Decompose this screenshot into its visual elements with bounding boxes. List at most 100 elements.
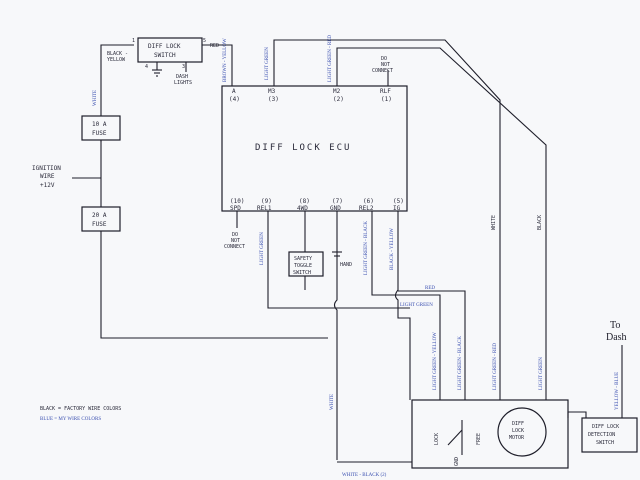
ecu-pin-9-name: REL1 (257, 205, 272, 212)
ignition-line2: WIRE (40, 173, 55, 180)
motor-circle (497, 407, 547, 457)
fuse-10a-line1: 10 A (92, 121, 107, 128)
fuse-20a-line2: FUSE (92, 221, 107, 228)
wire-label-white-left: WHITE (93, 90, 98, 106)
ignition-line3: +12V (40, 182, 55, 189)
wire-label-lg-right: LIGHT GREEN (539, 357, 544, 390)
wire-label-light-green-mid: LIGHT GREEN (400, 303, 433, 308)
gnd-symbol (332, 251, 342, 257)
wire-label-light-green-black: LIGHT GREEN - BLACK (364, 221, 369, 275)
wire-label-light-green-top: LIGHT GREEN (265, 47, 270, 80)
legend-line2: BLUE = MY WIRE COLORS (40, 417, 101, 422)
ecu-pin-7-name: GND (330, 205, 341, 212)
wire-label-red-mid: RED (425, 286, 435, 291)
wire-m2 (336, 47, 547, 400)
motor-line3: MOTOR (509, 435, 525, 441)
ecu-pin-m2-num: (2) (333, 96, 344, 103)
ecu-pin-5-name: IG (393, 205, 401, 212)
fuse-20a-line1: 20 A (92, 212, 107, 219)
ecu-pin-6-name: REL2 (359, 205, 374, 212)
safety-line1: SAFETY (294, 256, 312, 262)
dnc-bot-1: DO (232, 232, 238, 238)
ecu-pin-rlf-name: RLF (380, 88, 391, 95)
detection-line1: DIFF LOCK (592, 424, 619, 430)
switch-pin-left: 1 (132, 38, 135, 44)
ecu-pin-a-num: (4) (229, 96, 240, 103)
wire-m3 (273, 39, 501, 400)
motor-gnd: GND (454, 457, 460, 466)
fuse-10a-line2: FUSE (92, 130, 107, 137)
safety-line2: TOGGLE (294, 263, 312, 269)
ecu-pin-8-num: (8) (299, 198, 310, 205)
wire-fuse20-down (100, 231, 328, 339)
wire-label-white-black: WHITE - BLACK (2) (342, 473, 387, 478)
wire-label-white-mid: WHITE (330, 394, 335, 410)
motor-free: FREE (476, 433, 482, 445)
ecu-pin-10-num: (10) (230, 198, 244, 205)
motor-lock: LOCK (434, 433, 440, 445)
switch-wire-red: RED (210, 43, 219, 49)
dnc-top-3: CONNECT (372, 68, 393, 74)
diff-lock-switch-box (137, 37, 203, 63)
safety-hand: HAND (340, 262, 352, 268)
wire-label-light-green-bot: LIGHT GREEN (260, 232, 265, 265)
ecu-pin-m2-name: M2 (333, 88, 341, 95)
to-dash-line1: To (610, 320, 620, 331)
switch-pin-b2: 3 (182, 64, 185, 70)
ecu-pin-9-num: (9) (261, 198, 272, 205)
switch-title-2: SWITCH (154, 52, 176, 59)
ecu-box (221, 85, 408, 212)
dnc-top-2: NOT (381, 62, 390, 68)
wire-label-brown-yellow: BROWN - YELLOW (223, 38, 228, 82)
wire-switch-to-ecu-a (202, 44, 233, 86)
wire-rel2 (371, 211, 441, 400)
wire-label-black-right: BLACK (537, 215, 543, 230)
safety-switch-box (288, 251, 324, 277)
ecu-pin-5-num: (5) (393, 198, 404, 205)
dnc-bot-3: CONNECT (224, 244, 245, 250)
wire-label-lg-black: LIGHT GREEN - BLACK (458, 336, 463, 390)
to-dash-line2: Dash (606, 332, 627, 343)
detection-line3: SWITCH (596, 440, 614, 446)
ecu-pin-a-name: A (232, 88, 236, 95)
dnc-bot-2: NOT (231, 238, 240, 244)
wire-label-black-yellow: BLACK - YELLOW (390, 228, 395, 270)
switch-dash-lights-2: LIGHTS (174, 80, 192, 86)
wire-label-yellow-blue: YELLOW - BLUE (615, 372, 620, 410)
detection-line2: DETECTION (588, 432, 615, 438)
wire-switch-to-fuse10 (100, 44, 134, 116)
dnc-top-1: DO (381, 56, 387, 62)
detection-switch-box (581, 417, 638, 453)
switch-dash-lights-1: DASH (176, 74, 188, 80)
ecu-pin-m3-num: (3) (268, 96, 279, 103)
wire-label-light-green-red: LIGHT GREEN - RED (328, 35, 333, 82)
wire-label-lg-red: LIGHT GREEN - RED (493, 343, 498, 390)
switch-wire-bw-2: YELLOW (107, 57, 126, 63)
ecu-top-pins: A (4) M3 (3) M2 (2) RLF (1) (229, 88, 392, 103)
ecu-bottom-pins: (10) SPD (9) REL1 (8) 4WD (7) GND (6) RE… (230, 198, 404, 212)
wire-gnd (333, 211, 338, 460)
safety-line3: SWITCH (293, 270, 311, 276)
ecu-title: DIFF LOCK ECU (255, 143, 351, 153)
ecu-pin-6-num: (6) (363, 198, 374, 205)
ecu-pin-10-name: SPD (230, 205, 241, 212)
legend-line1: BLACK = FACTORY WIRE COLORS (40, 406, 121, 412)
wire-label-lg-yellow: LIGHT GREEN - YELLOW (433, 332, 438, 390)
motor-line2: LOCK (512, 428, 524, 434)
wire-label-white-right: WHITE (491, 215, 497, 230)
switch-wire-bw-1: BLACK - (107, 51, 128, 57)
motor-box (411, 399, 569, 469)
ecu-pin-8-name: 4WD (297, 205, 308, 212)
switch-pin-b1: 4 (145, 64, 148, 70)
ecu-pin-m3-name: M3 (268, 88, 276, 95)
ignition-line1: IGNITION (32, 165, 61, 172)
wire-ig (394, 211, 411, 400)
ecu-pin-rlf-num: (1) (381, 96, 392, 103)
switch-pin-right: 5 (203, 38, 206, 44)
wire-rel1 (267, 211, 410, 309)
wire-red-mid (398, 290, 466, 400)
ecu-pin-7-num: (7) (332, 198, 343, 205)
motor-line1: DIFF (512, 421, 524, 427)
